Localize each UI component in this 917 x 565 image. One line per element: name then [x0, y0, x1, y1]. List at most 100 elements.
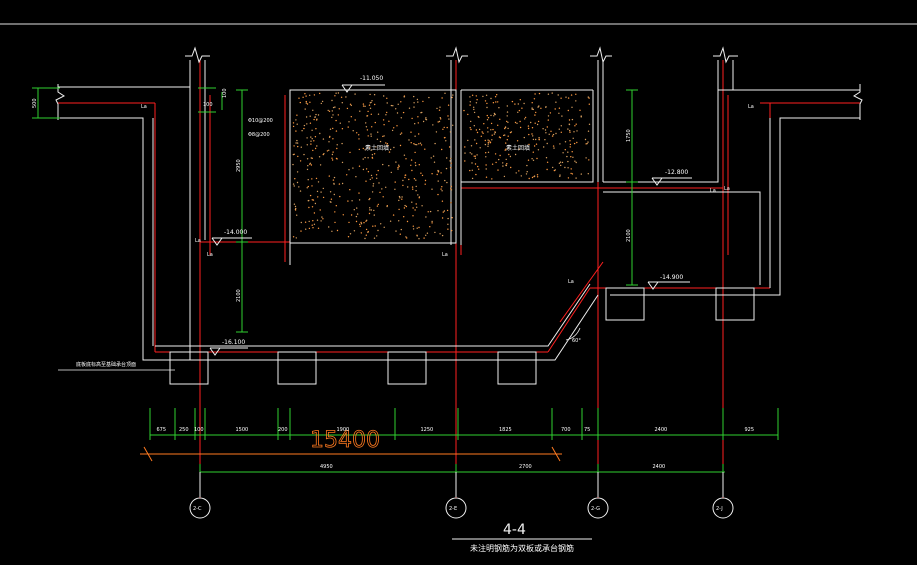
soil-dot — [498, 158, 500, 161]
soil-dot — [418, 133, 420, 135]
soil-dot — [569, 129, 571, 132]
soil-dot — [300, 146, 302, 148]
soil-dot — [424, 183, 426, 185]
soil-dot — [431, 188, 433, 190]
soil-dot — [487, 141, 489, 144]
soil-dot — [505, 142, 507, 144]
soil-dot — [416, 235, 418, 237]
soil-dot — [414, 135, 416, 137]
soil-dot — [395, 108, 397, 110]
soil-dot — [496, 94, 498, 96]
soil-dot — [306, 187, 308, 189]
soil-dot — [366, 115, 369, 117]
soil-dot — [301, 130, 303, 132]
soil-dot — [575, 177, 577, 179]
soil-dot — [506, 120, 508, 123]
axis-lines — [58, 60, 860, 500]
soil-dot — [497, 101, 499, 103]
soil-dot — [362, 158, 364, 160]
soil-dot — [321, 100, 324, 103]
soil-dot — [558, 128, 560, 130]
soil-dot — [575, 161, 577, 164]
soil-dot — [570, 94, 573, 96]
soil-dot — [372, 183, 375, 185]
soil-dot — [377, 229, 379, 232]
soil-dot — [567, 97, 570, 99]
soil-dot — [517, 103, 519, 105]
soil-dot — [309, 194, 312, 197]
soil-dot — [404, 174, 406, 176]
soil-dot — [567, 160, 569, 163]
soil-dot — [467, 113, 469, 116]
soil-dot — [476, 154, 478, 156]
soil-dot — [313, 94, 316, 96]
soil-dot — [356, 207, 358, 209]
soil-dot — [524, 118, 526, 120]
grid-2g: 2-G — [591, 506, 600, 512]
soil-dot — [353, 230, 356, 232]
soil-dot — [544, 139, 546, 141]
soil-dot — [567, 109, 569, 112]
soil-dot — [411, 201, 413, 203]
soil-dot — [414, 162, 417, 164]
soil-dot — [473, 155, 475, 157]
soil-label-2: 素土回填 — [506, 144, 530, 152]
soil-dot — [317, 114, 320, 116]
soil-dot — [405, 158, 407, 160]
soil-dot — [547, 93, 550, 95]
soil-dot — [534, 114, 536, 116]
soil-dot — [331, 230, 333, 232]
soil-dot — [294, 209, 297, 211]
soil-dot — [504, 149, 506, 151]
soil-dot — [552, 145, 555, 147]
soil-dot — [396, 125, 398, 127]
soil-dot — [553, 147, 555, 149]
soil-dot — [490, 122, 493, 125]
soil-dot — [410, 131, 412, 133]
soil-dot — [482, 132, 484, 134]
dim-row1-value: 1500 — [236, 427, 249, 433]
soil-dot — [385, 142, 387, 144]
soil-dot — [438, 120, 441, 123]
soil-dot — [408, 107, 411, 109]
soil-dot — [312, 149, 314, 152]
soil-dot — [464, 146, 466, 148]
soil-dot — [314, 116, 316, 118]
soil-dot — [314, 136, 317, 138]
soil-dot — [355, 220, 358, 223]
soil-dot — [505, 148, 507, 150]
soil-dot — [586, 142, 588, 145]
soil-dot — [527, 159, 530, 161]
dim-row1-value: 1250 — [421, 427, 434, 433]
vdim-2100a: 2100 — [236, 289, 242, 302]
soil-dot — [403, 96, 405, 98]
elev-14000: -14.000 — [224, 229, 247, 236]
soil-dot — [554, 108, 556, 110]
break-marks — [55, 46, 863, 120]
soil-dot — [469, 152, 471, 154]
soil-dot — [411, 169, 413, 172]
soil-dot — [505, 164, 507, 166]
soil-dot — [398, 165, 400, 168]
soil-dot — [370, 133, 372, 135]
soil-dot — [313, 223, 316, 225]
soil-dot — [381, 188, 383, 190]
soil-dot — [470, 145, 473, 147]
soil-dot — [369, 146, 371, 148]
soil-dot — [331, 116, 333, 119]
soil-dot — [356, 132, 358, 134]
soil-dot — [313, 140, 315, 142]
soil-dot — [523, 136, 525, 139]
soil-dot — [388, 165, 390, 167]
soil-dot — [485, 176, 488, 178]
soil-dot — [441, 200, 444, 202]
soil-dot — [576, 130, 578, 132]
soil-dot — [399, 144, 402, 147]
soil-dot — [311, 206, 314, 208]
soil-dot — [318, 156, 321, 158]
soil-dot — [507, 121, 509, 124]
soil-dot — [398, 208, 400, 211]
soil-dot — [473, 108, 475, 111]
soil-dot — [374, 225, 376, 227]
